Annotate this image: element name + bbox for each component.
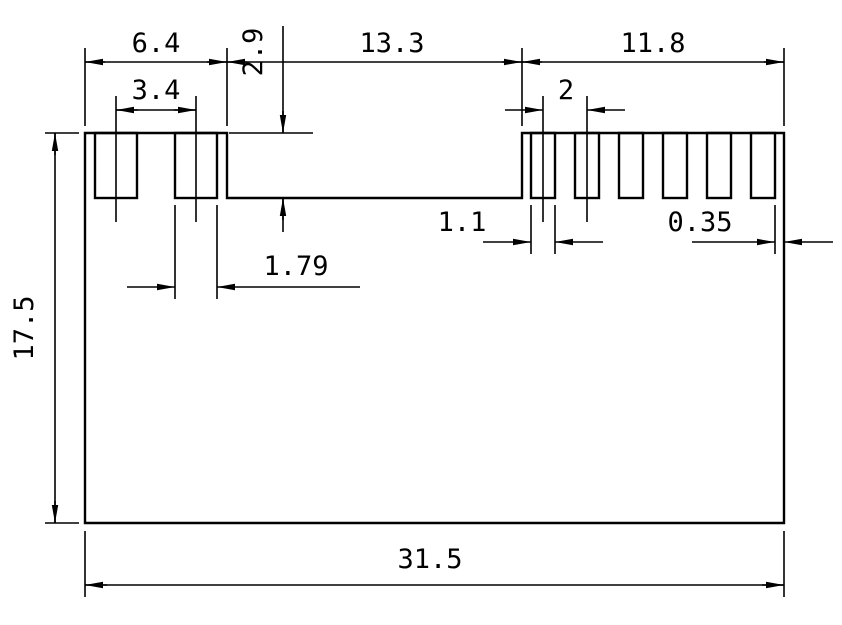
dim-notch-depth: 2.9	[229, 26, 313, 232]
dim-label-top-right-width: 11.8	[620, 28, 685, 59]
dim-label-left-slot-width: 1.79	[263, 251, 328, 282]
part-outline	[83, 131, 786, 525]
dim-overall-width: 31.5	[84, 531, 785, 597]
right-slot-6	[749, 131, 777, 200]
dim-left-slot-pitch: 3.4	[115, 75, 197, 222]
dim-right-slot-pitch: 2	[505, 75, 625, 222]
dim-label-left-slot-pitch: 3.4	[132, 75, 181, 106]
dim-right-slot-width: 1.1	[438, 205, 603, 254]
dim-label-top-middle-width: 13.3	[359, 28, 424, 59]
dim-label-right-slot-width: 1.1	[438, 207, 487, 238]
right-slot-4	[661, 131, 689, 200]
right-slot-5	[705, 131, 733, 200]
dim-overall-height: 17.5	[9, 132, 79, 524]
dim-label-overall-width: 31.5	[397, 544, 462, 575]
dim-label-right-edge-gap: 0.35	[667, 207, 732, 238]
dim-left-slot-width: 1.79	[127, 205, 360, 299]
right-slot-3	[617, 131, 645, 200]
dim-label-overall-height: 17.5	[9, 295, 40, 360]
dim-top-chain: 6.4 13.3 11.8	[84, 28, 785, 126]
dim-right-edge-gap: 0.35	[667, 205, 833, 254]
dim-label-notch-depth: 2.9	[238, 28, 269, 77]
dim-label-top-left-width: 6.4	[132, 28, 181, 59]
dim-label-right-slot-pitch: 2	[558, 75, 574, 106]
